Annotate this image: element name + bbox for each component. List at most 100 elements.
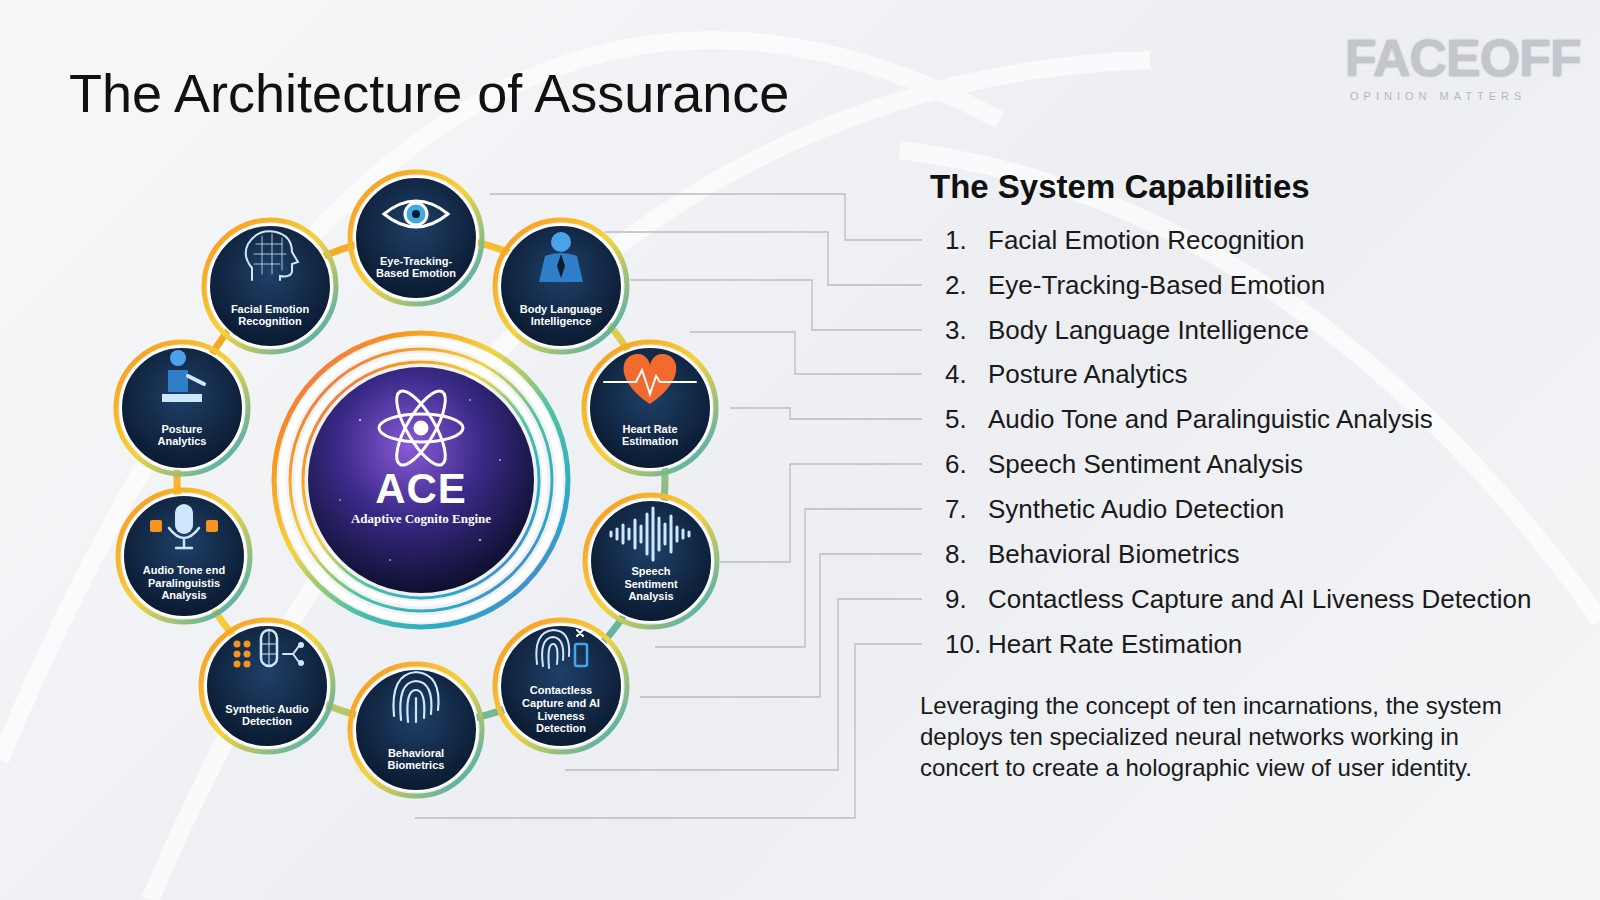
node-label: Synthetic Audio Detection [221,703,313,728]
art-circle [234,641,241,648]
capability-circle: Posture Analytics [120,346,244,470]
capability-circle: Eye-Tracking-Based Emotion [354,176,478,300]
ace-core [308,367,534,593]
art-path [900,150,1600,620]
art-circle [500,225,622,347]
list-item: Speech Sentiment Analysis [988,449,1303,480]
bg-arcs [0,40,1600,900]
art-rect [575,644,587,666]
list-heading: The System Capabilities [930,168,1310,206]
node-subtitle: Adaptive Cognito Engine [346,512,496,527]
art-circle [244,641,251,648]
art-path [415,644,922,818]
list-item: Heart Rate Estimation [988,629,1242,660]
art-g [201,620,333,752]
art-path [604,370,696,394]
art-circle [359,419,361,421]
ace-rings [274,333,568,627]
art-path [605,232,922,285]
list-number: 2. [945,270,967,301]
core-engine-circle: ACE Adaptive Cognito Engine [309,368,533,592]
art-path [261,630,277,666]
art-g [350,664,482,796]
art-circle [303,362,539,598]
node-label: Speech Sentiment Analysis [605,565,697,603]
list-number: 8. [945,539,967,570]
art-path [169,528,199,548]
art-circle [415,422,427,434]
art-path [407,690,424,722]
art-g [234,641,251,668]
art-g [162,350,204,402]
art-circle [170,350,186,366]
art-path [415,698,417,722]
art-circle [244,661,251,668]
art-rect [175,504,193,534]
stars [339,399,501,561]
art-circle [290,349,552,611]
art-g [495,220,627,352]
list-item: Eye-Tracking-Based Emotion [988,270,1325,301]
art-circle [355,177,477,299]
art-path [254,234,286,274]
art-circle [206,625,328,747]
art-path [0,40,1000,760]
art-path [690,332,922,374]
brand-logo: FACEOFF [1345,28,1581,88]
art-g [536,630,587,668]
node-label: Audio Tone end Paralinguistis Analysis [138,564,230,602]
art-circle [297,356,545,604]
capability-circle: Body Language Intelligence [499,224,623,348]
art-circle [244,651,251,658]
art-g [116,342,248,474]
art-path [539,253,583,282]
art-path [283,646,299,662]
art-circle [584,342,716,474]
art-circle [499,459,501,461]
art-circle [495,220,627,352]
art-circle [350,664,482,796]
list-item: Synthetic Audio Detection [988,494,1284,525]
art-circle [116,342,248,474]
capability-circle: Synthetic Audio Detection [205,624,329,748]
art-g [495,620,627,752]
art-circle [412,210,420,218]
list-item: Facial Emotion Recognition [988,225,1305,256]
art-g [604,354,696,404]
art-path [557,254,565,278]
node-label: ACE [375,468,467,510]
node-label: Facial Emotion Recognition [224,303,316,328]
art-circle [585,495,717,627]
art-path [611,508,689,560]
node-label: Behavioral Biometrics [370,747,462,772]
art-g [234,630,305,668]
art-path [542,637,563,666]
art-circle [298,642,304,648]
art-path [730,408,922,419]
art-circle [500,625,622,747]
art-ellipse [388,385,454,472]
list-number: 5. [945,404,967,435]
node-label: Eye-Tracking-Based Emotion [370,255,462,280]
art-path [549,644,558,668]
art-circle [469,399,471,401]
art-circle [201,620,333,752]
list-number: 7. [945,494,967,525]
art-circle [204,220,336,352]
art-circle [339,499,341,501]
art-circle [590,500,712,622]
art-path [577,630,583,636]
art-circle [350,172,482,304]
art-circle [551,232,571,252]
art-path [168,370,188,392]
atom-icon [379,385,463,472]
art-path [630,280,922,330]
art-circle [589,347,711,469]
art-g [204,220,336,352]
art-circle [405,203,427,225]
icons [150,201,696,722]
capability-circle: Facial Emotion Recognition [208,224,332,348]
art-circle [121,347,243,469]
art-g [384,201,448,227]
capability-circle: Audio Tone end Paralinguistis Analysis [122,494,246,618]
